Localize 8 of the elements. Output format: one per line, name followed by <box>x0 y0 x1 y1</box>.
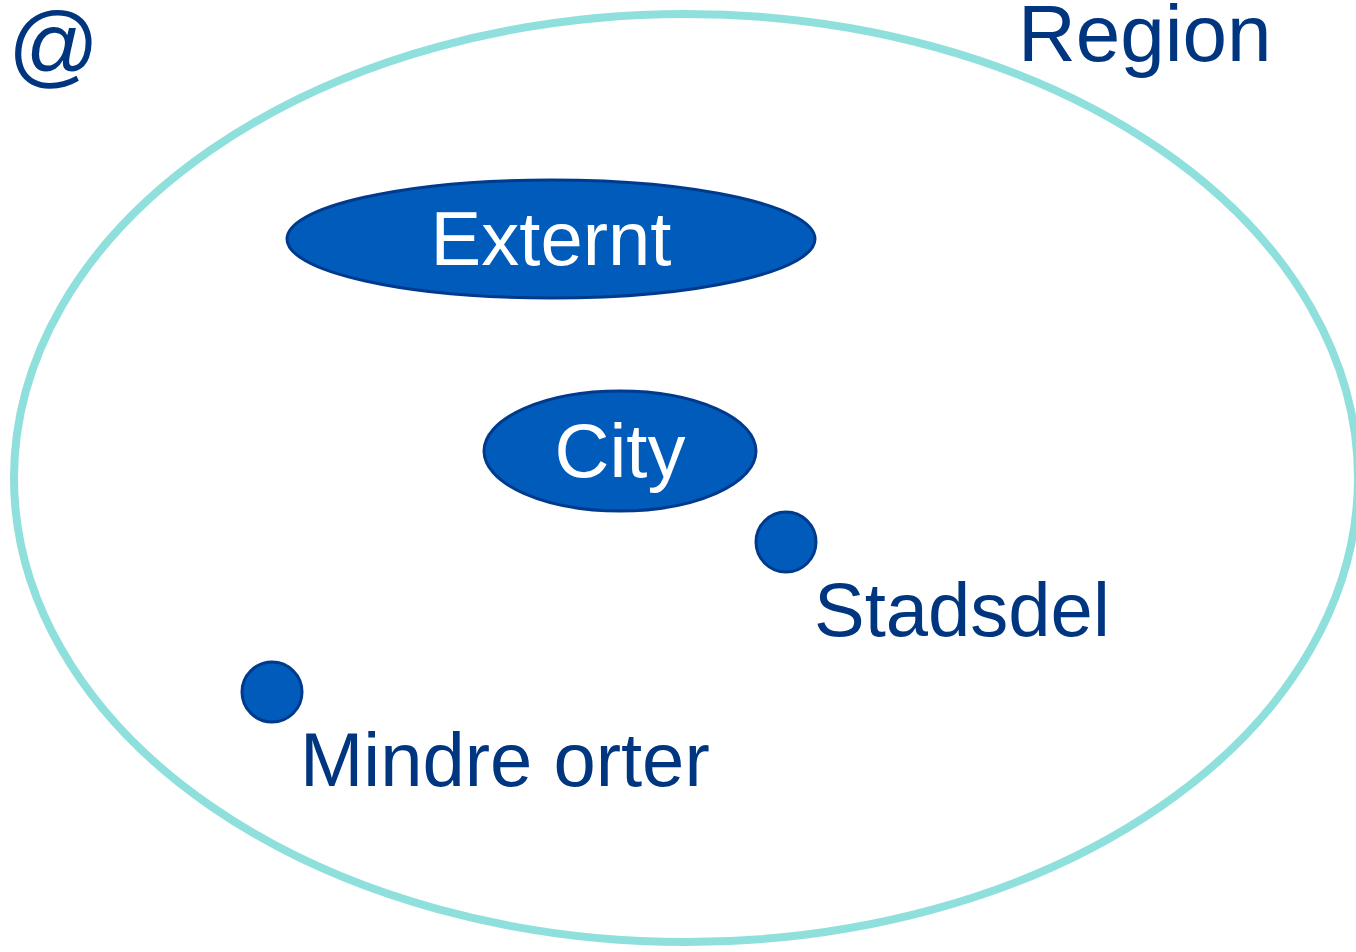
area-ellipse <box>285 178 817 300</box>
location-dot <box>240 660 304 724</box>
at-sign: @ <box>8 0 100 90</box>
place-label: Mindre orter <box>300 722 710 798</box>
location-dot <box>754 510 818 574</box>
area-name: Externt <box>430 201 672 277</box>
place-label: Stadsdel <box>814 572 1110 648</box>
area-ellipse <box>482 389 758 513</box>
